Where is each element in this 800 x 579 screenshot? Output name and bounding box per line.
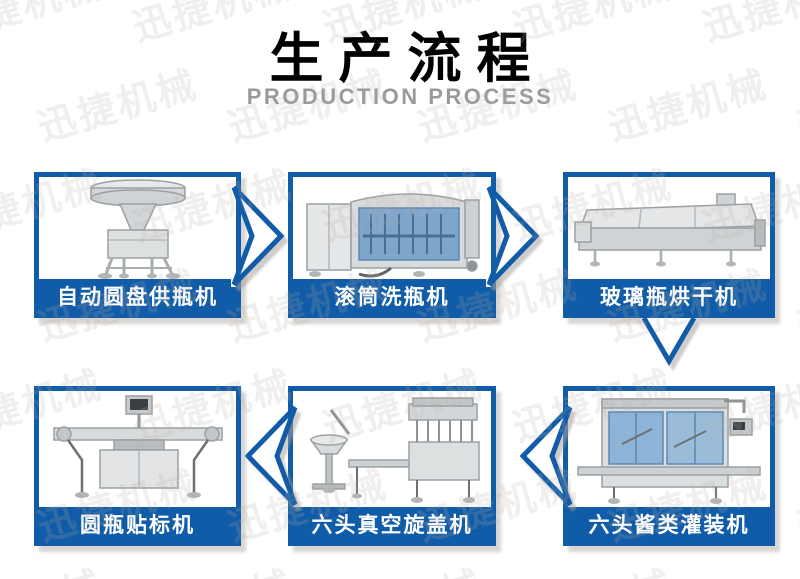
step-label: 滚筒洗瓶机	[293, 279, 491, 313]
watermark-text: 迅捷机械	[696, 553, 800, 579]
watermark-text: 迅捷机械	[793, 264, 800, 350]
step-box-bottle-dryer: 玻璃瓶烘干机	[563, 172, 775, 318]
page-title: 生产流程	[269, 29, 546, 89]
step-label: 圆瓶贴标机	[39, 507, 236, 541]
arrow-left-icon	[244, 405, 298, 507]
page-subtitle: PRODUCTION PROCESS	[246, 84, 554, 109]
watermark-text: 迅捷机械	[316, 553, 489, 579]
bottle-labeler-icon	[52, 395, 223, 498]
bottle-dryer-icon	[574, 193, 766, 267]
bottle-unscrambler-machine-image	[39, 177, 236, 279]
arrow-right-icon	[231, 185, 285, 287]
step-label: 六头真空旋盖机	[293, 507, 491, 541]
watermark-text: 迅捷机械	[506, 553, 679, 579]
step-label: 自动圆盘供瓶机	[39, 279, 236, 313]
step-box-bottle-labeler: 圆瓶贴标机	[34, 386, 241, 546]
watermark-text: 迅捷机械	[0, 553, 108, 579]
watermark-text: 迅捷机械	[126, 553, 299, 579]
step-box-bottle-washer: 滚筒洗瓶机	[288, 172, 540, 318]
vacuum-capper-machine-image	[293, 391, 491, 507]
step-box-vacuum-capper: 六头真空旋盖机	[244, 386, 496, 546]
bottle-dryer-machine-image	[568, 177, 770, 279]
sauce-filler-icon	[577, 398, 761, 504]
step-box-bottle-unscrambler: 自动圆盘供瓶机	[34, 172, 285, 318]
step-label: 玻璃瓶烘干机	[568, 279, 770, 313]
bottle-washer-machine-image	[293, 177, 491, 279]
bottle-washer-icon	[306, 193, 480, 278]
bottle-unscrambler-icon	[89, 179, 186, 279]
sauce-filler-machine-image	[568, 391, 770, 507]
arrow-down-icon	[641, 316, 697, 366]
watermark-text: 迅捷机械	[793, 464, 800, 550]
bottle-labeler-machine-image	[39, 391, 236, 507]
arrow-left-icon	[519, 405, 573, 507]
step-box-sauce-filler: 六头酱类灌装机	[519, 386, 775, 546]
arrow-right-icon	[486, 185, 540, 287]
step-label: 六头酱类灌装机	[568, 507, 770, 541]
vacuum-capper-icon	[309, 397, 480, 503]
